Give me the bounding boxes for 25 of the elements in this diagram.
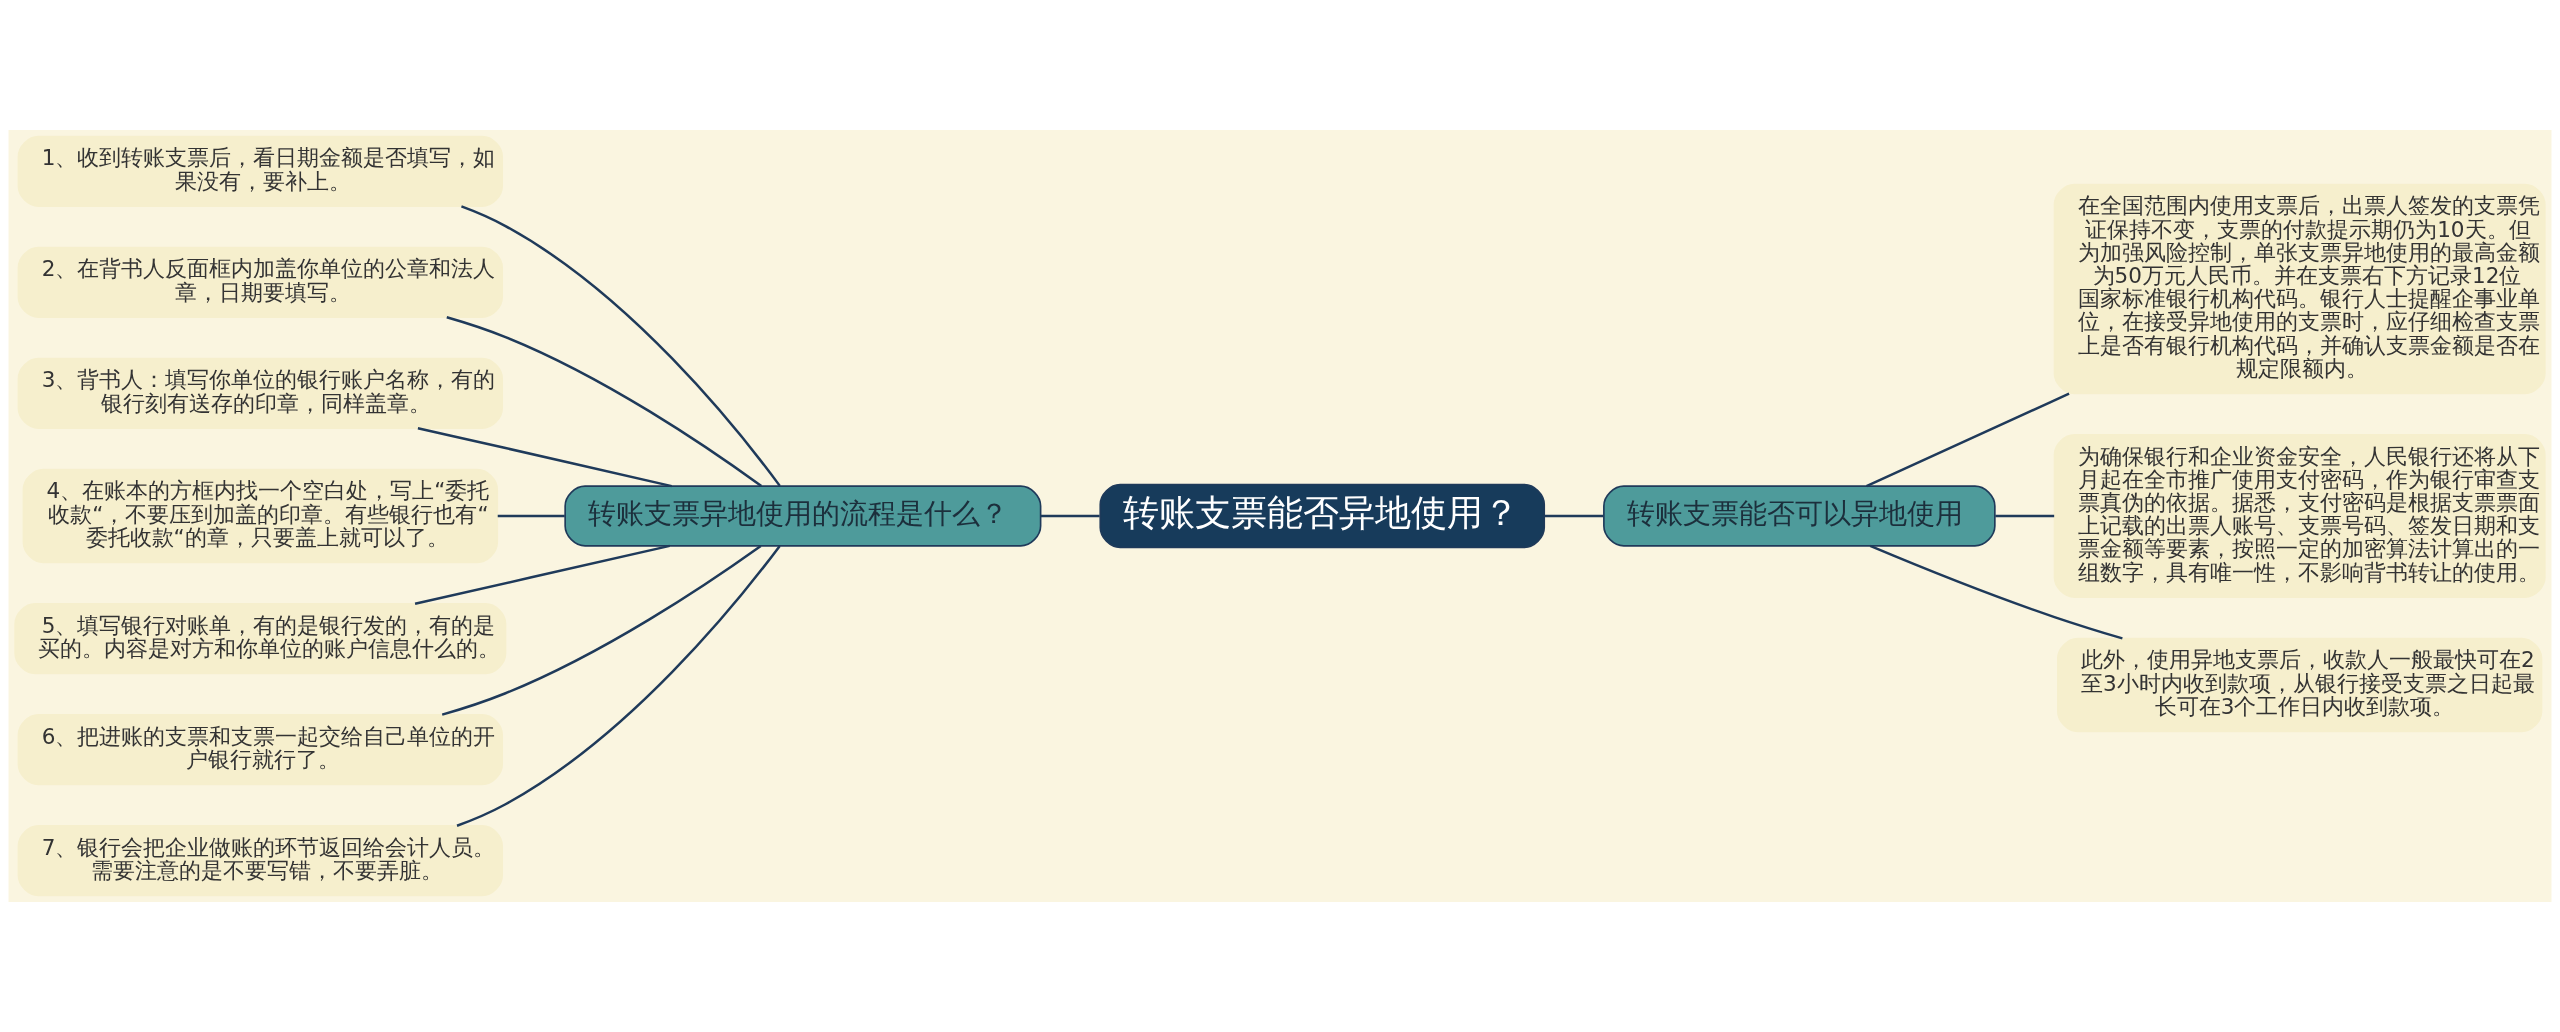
connector bbox=[497, 514, 565, 518]
node-box: 2、在背书人反面框内加盖你单位的公章和法人章，日期要填写。 bbox=[17, 246, 504, 319]
connector bbox=[461, 205, 781, 487]
node-box: 6、把进账的支票和支票一起交给自己单位的开户银行就行了。 bbox=[17, 713, 504, 786]
node-box: 在全国范围内使用支票后，出票人签发的支票凭证保持不变，支票的付款提示期仍为10天。但为加强风险控制，单张支票异地使用的最高金额为50万元人民币。并在支票右下方记录12位国家标准银行机构代码。银行人士提醒企事业单位，在接受异地使用的支票时，应仔细检查支票上是否有银行机构代码，并确认支票金额是否在规定限额内。 bbox=[2053, 183, 2546, 395]
connector bbox=[417, 427, 672, 488]
node-box: 4、在账本的方框内找一个空白处，写上“委托收款“，不要压到加盖的印章。有些银行也有“委托收款“的章，只要盖上就可以了。 bbox=[22, 468, 499, 564]
connector bbox=[1995, 514, 2055, 518]
node-box: 转账支票能否异地使用？ bbox=[1099, 483, 1546, 549]
connector bbox=[456, 545, 781, 827]
connector bbox=[414, 544, 670, 605]
connector bbox=[1869, 544, 2123, 640]
connector bbox=[1866, 392, 2070, 488]
node-box: 为确保银行和企业资金安全，人民银行还将从下月起在全市推广使用支付密码，作为银行审查支票真伪的依据。据悉，支付密码是根据支票票面上记载的出票人账号、支票号码、签发日期和支票金额等要素，按照一定的加密算法计算出的一组数字，具有唯一性，不影响背书转让的使用。 bbox=[2053, 434, 2546, 598]
node-box: 3、背书人：填写你单位的银行账户名称，有的银行刻有送存的印章，同样盖章。 bbox=[17, 357, 504, 430]
connector bbox=[446, 316, 763, 488]
connector bbox=[1544, 514, 1604, 518]
node-box: 7、银行会把企业做账的环节返回给会计人员。需要注意的是不要写错，不要弄脏。 bbox=[17, 824, 504, 897]
node-box: 此外，使用异地支票后，收款人一般最快可在2至3小时内收到款项，从银行接受支票之日起最长可在3个工作日内收到款项。 bbox=[2056, 637, 2543, 733]
node-box: 5、填写银行对账单，有的是银行发的，有的是买的。内容是对方和你单位的账户信息什么的。 bbox=[14, 602, 507, 675]
node-box: 转账支票能否可以异地使用 bbox=[1603, 485, 1996, 547]
node-box: 1、收到转账支票后，看日期金额是否填写，如果没有，要补上。 bbox=[17, 135, 504, 208]
connector bbox=[441, 544, 762, 716]
node-box: 转账支票异地使用的流程是什么？ bbox=[564, 485, 1042, 547]
connector bbox=[1040, 514, 1100, 518]
